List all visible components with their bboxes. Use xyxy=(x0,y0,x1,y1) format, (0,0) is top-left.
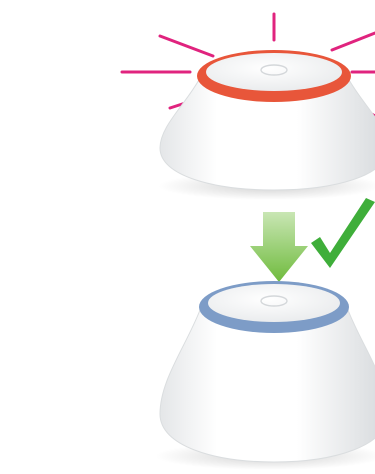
ray-upper-right xyxy=(332,33,375,50)
top-device-cap xyxy=(206,53,342,91)
checkmark-icon xyxy=(311,198,375,268)
ray-upper-left xyxy=(160,36,213,56)
bottom-device-cap xyxy=(208,284,340,322)
arrow-down-icon xyxy=(250,212,308,282)
top-device xyxy=(122,14,375,200)
bottom-device xyxy=(155,281,375,470)
